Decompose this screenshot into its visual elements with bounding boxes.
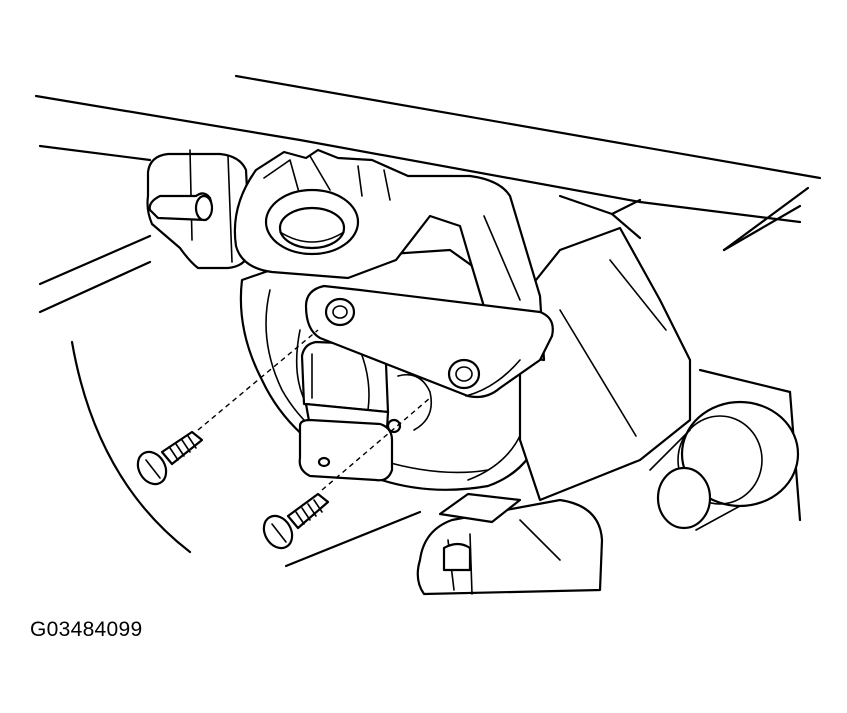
bottom-connector [416, 492, 604, 596]
alignment-guides [197, 329, 431, 491]
engine-frame [34, 74, 822, 568]
sensor-body [298, 340, 433, 482]
left-mount-bracket [146, 149, 252, 270]
clamp-bracket [233, 148, 546, 362]
right-housing [518, 226, 800, 531]
figure-id-label: G03484099 [30, 618, 143, 641]
mounting-screw-lower [262, 492, 330, 550]
mounting-screw-upper [136, 430, 204, 486]
crossbar [304, 284, 554, 399]
